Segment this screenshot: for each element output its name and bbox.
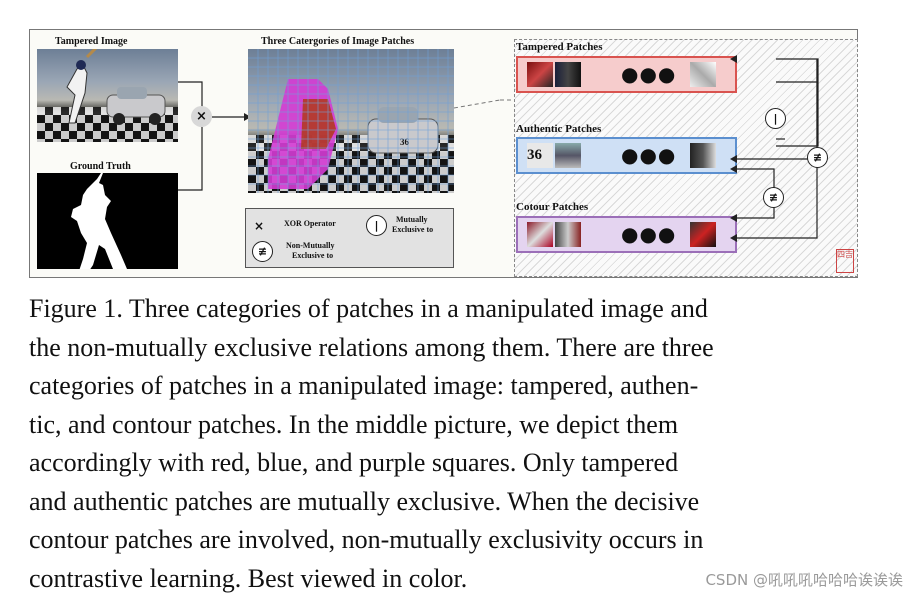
authentic-patches-title: Authentic Patches: [516, 123, 602, 135]
legend-box: × XOR Operator | Mutually Exclusive to ≢…: [245, 208, 454, 268]
caption-line: categories of patches in a manipulated i…: [29, 371, 699, 400]
patch-thumb: 36: [527, 143, 553, 168]
nonmutual-label-2: Exclusive to: [292, 251, 334, 260]
zoom-connectors: [453, 99, 514, 109]
patch-thumb: [555, 222, 581, 247]
caption-line: Figure 1. Three categories of patches in…: [29, 294, 708, 323]
xor-legend-icon: ×: [254, 219, 265, 233]
mutually-exclusive-icon: |: [366, 215, 387, 236]
xor-operator-icon: ×: [191, 106, 212, 127]
patch-thumb: [555, 143, 581, 168]
patch-thumb: [527, 222, 553, 247]
patch-thumb: [555, 62, 581, 87]
number-plate: 36: [400, 137, 410, 147]
seal-stamp: 四吉: [836, 249, 854, 273]
patch-thumb: [690, 222, 716, 247]
caption-line: contrastive learning. Best viewed in col…: [29, 563, 468, 593]
tampered-image-title: Tampered Image: [55, 36, 128, 47]
figure-panel: Tampered Image Ground Truth × Three Cate…: [29, 29, 858, 278]
figure-caption: Figure 1. Three categories of patches in…: [29, 290, 858, 598]
nonmutual-label-1: Non-Mutually: [286, 241, 335, 250]
contour-patches-title: Cotour Patches: [516, 201, 589, 213]
mutual-label-1: Mutually: [396, 215, 428, 224]
csdn-watermark: CSDN @吼吼吼哈哈哈诶诶诶: [705, 571, 903, 589]
caption-line: tic, and contour patches. In the middle …: [29, 409, 679, 439]
non-mutually-exclusive-relation-icon: ≢: [763, 187, 784, 208]
tampered-patches-title: Tampered Patches: [516, 41, 603, 53]
caption-line: the non-mutually exclusive relations amo…: [29, 332, 714, 362]
more-patches-dots: ●●●: [621, 222, 677, 246]
relation-arrows: [730, 55, 819, 242]
patch-thumb: [690, 62, 716, 87]
authentic-patches-row: 36 ●●●: [516, 137, 737, 174]
ground-truth-mask: [37, 173, 178, 269]
mutual-label-2: Exclusive to: [392, 225, 434, 234]
ground-truth-title: Ground Truth: [70, 161, 131, 172]
patch-thumb: [527, 62, 553, 87]
tampered-patches-row: ●●●: [516, 56, 737, 93]
xor-legend-label: XOR Operator: [284, 219, 336, 228]
patch-thumb: [690, 143, 716, 168]
patch-grid-image: 36: [248, 49, 454, 193]
mutually-exclusive-relation-icon: |: [765, 108, 786, 129]
non-mutually-exclusive-outer-relation-icon: ≢: [807, 147, 828, 168]
caption-line: contour patches are involved, non-mutual…: [29, 525, 704, 554]
middle-panel-title: Three Catergories of Image Patches: [261, 36, 415, 47]
caption-line: accordingly with red, blue, and purple s…: [29, 448, 679, 477]
caption-line: and authentic patches are mutually exclu…: [29, 486, 700, 516]
xor-connectors: [178, 81, 251, 191]
contour-patches-row: ●●●: [516, 216, 737, 253]
tampered-image: [37, 49, 178, 142]
more-patches-dots: ●●●: [621, 143, 677, 167]
more-patches-dots: ●●●: [621, 62, 677, 86]
non-mutually-exclusive-icon: ≢: [252, 241, 273, 262]
